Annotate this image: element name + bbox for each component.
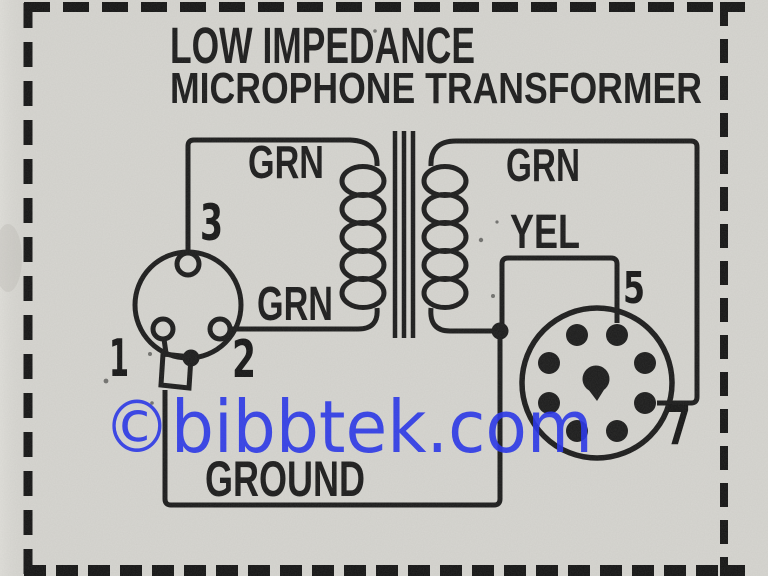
scanned-schematic-page: LOW IMPEDANCE MICROPHONE TRANSFORMER GRN… [0,0,768,576]
wiring-diagram-canvas: LOW IMPEDANCE MICROPHONE TRANSFORMER GRN… [0,0,768,576]
paper-grain-texture [0,0,768,576]
